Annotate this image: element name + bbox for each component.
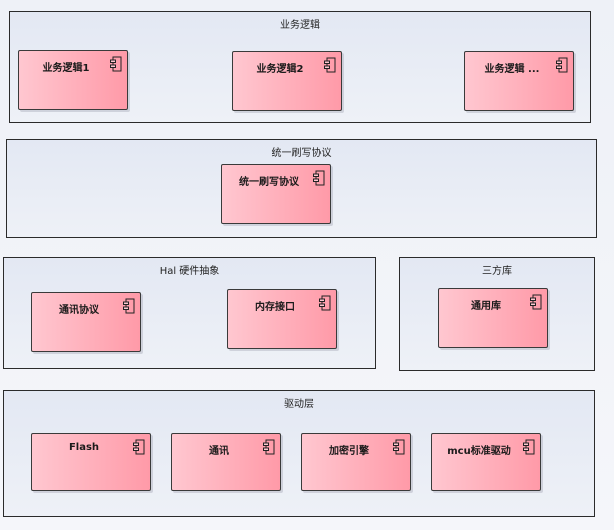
component-label: 业务逻辑1 bbox=[42, 63, 90, 74]
uml-component-icon bbox=[263, 439, 275, 455]
component-business-logic-2[interactable]: 业务逻辑2 bbox=[232, 51, 342, 111]
uml-component-icon bbox=[313, 170, 325, 186]
uml-component-icon bbox=[393, 439, 405, 455]
component-unified-flash-protocol[interactable]: 统一刷写协议 bbox=[221, 164, 331, 224]
component-label: 内存接口 bbox=[255, 302, 295, 313]
component-label: 业务逻辑2 bbox=[256, 64, 304, 75]
package-unified-flash-protocol: 统一刷写协议 统一刷写协议 bbox=[6, 139, 597, 238]
package-title-third-party-lib: 三方库 bbox=[482, 266, 512, 277]
uml-component-icon bbox=[556, 57, 568, 73]
component-label: mcu标准驱动 bbox=[447, 446, 511, 457]
component-memory-interface[interactable]: 内存接口 bbox=[227, 289, 337, 349]
component-business-logic-more[interactable]: 业务逻辑 ... bbox=[464, 51, 574, 111]
component-label: 通讯 bbox=[209, 446, 229, 457]
component-business-logic-1[interactable]: 业务逻辑1 bbox=[18, 50, 128, 110]
package-title-unified-flash-protocol: 统一刷写协议 bbox=[271, 148, 332, 159]
component-crypto-engine[interactable]: 加密引擎 bbox=[301, 433, 411, 491]
uml-component-icon bbox=[319, 295, 331, 311]
uml-component-icon bbox=[324, 57, 336, 73]
component-label: 通用库 bbox=[471, 301, 501, 312]
package-driver-layer: 驱动层 Flash 通讯 加密引擎 mcu标准驱动 bbox=[3, 390, 595, 517]
component-label: 业务逻辑 ... bbox=[484, 64, 540, 75]
package-business-logic: 业务逻辑 业务逻辑1 业务逻辑2 业务逻辑 ... bbox=[9, 11, 591, 123]
component-label: Flash bbox=[68, 442, 100, 453]
uml-component-icon bbox=[530, 294, 542, 310]
component-common-lib[interactable]: 通用库 bbox=[438, 288, 548, 348]
package-title-driver-layer: 驱动层 bbox=[284, 399, 314, 410]
component-communication[interactable]: 通讯 bbox=[171, 433, 281, 491]
uml-component-icon bbox=[123, 298, 135, 314]
uml-component-icon bbox=[133, 439, 145, 455]
package-hal-abstraction: Hal 硬件抽象 通讯协议 内存接口 bbox=[3, 257, 376, 369]
component-label: 统一刷写协议 bbox=[239, 177, 299, 188]
uml-component-icon bbox=[110, 56, 122, 72]
package-title-hal-abstraction: Hal 硬件抽象 bbox=[159, 266, 220, 277]
uml-component-icon bbox=[523, 439, 535, 455]
component-mcu-std-driver[interactable]: mcu标准驱动 bbox=[431, 433, 541, 491]
component-flash[interactable]: Flash bbox=[31, 433, 151, 491]
package-title-business-logic: 业务逻辑 bbox=[280, 20, 320, 31]
component-label: 加密引擎 bbox=[329, 446, 369, 457]
component-comm-protocol[interactable]: 通讯协议 bbox=[31, 292, 141, 352]
component-label: 通讯协议 bbox=[59, 305, 99, 316]
package-third-party-lib: 三方库 通用库 bbox=[399, 257, 595, 371]
